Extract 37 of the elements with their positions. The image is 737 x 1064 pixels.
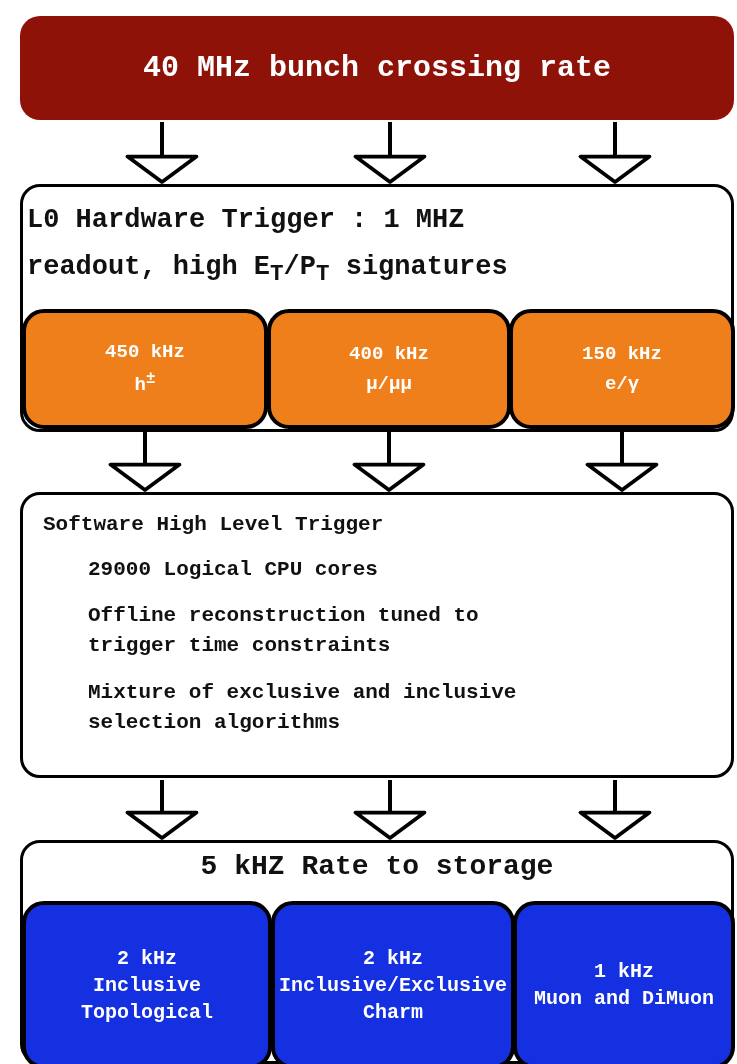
box-text: μ/μμ	[366, 372, 412, 397]
arrow	[353, 780, 427, 840]
box-heading: 2 kHz	[117, 945, 177, 972]
process-box: 40 MHz bunch crossing rate	[20, 16, 734, 120]
box-heading: 150 kHz	[582, 341, 662, 367]
box-heading: Software High Level Trigger	[43, 512, 385, 538]
process-box	[22, 901, 272, 1064]
box-text: Mixture of exclusive and inclusive selection algorithms	[87, 679, 518, 737]
box-text: Offline reconstruction tuned to trigger time constraints	[87, 602, 480, 660]
arrow	[578, 780, 652, 840]
arrow	[125, 780, 199, 840]
box-heading: 2 kHz	[363, 945, 423, 972]
box-heading: 400 kHz	[349, 341, 429, 367]
arrow	[585, 431, 659, 492]
process-box	[22, 309, 268, 429]
process-box	[509, 309, 735, 429]
box-text: Inclusive Topological	[80, 972, 214, 1026]
arrow	[352, 431, 426, 492]
arrow	[108, 431, 182, 492]
box-text: Muon and DiMuon	[534, 986, 714, 1012]
box-text: 29000 Logical CPU cores	[87, 556, 379, 583]
box-text: e/γ	[604, 372, 640, 397]
box-text: h$^{±}$	[134, 369, 156, 399]
box-heading: 1 kHz	[594, 959, 654, 985]
group-box	[20, 184, 734, 432]
process-box	[20, 492, 734, 778]
box-text: Inclusive/Exclusive Charm	[279, 972, 508, 1026]
process-box	[271, 901, 515, 1064]
process-box	[267, 309, 511, 429]
group-title: 5 kHZ Rate to storage	[199, 850, 555, 884]
arrow	[125, 122, 199, 184]
arrow	[353, 122, 427, 184]
arrow	[578, 122, 652, 184]
box-heading: 450 kHz	[105, 339, 185, 365]
group-box	[20, 840, 734, 1064]
process-box	[513, 901, 735, 1064]
group-title: L0 Hardware Trigger : 1 MHZ readout, high E$_{T}$/P$_{T}$ signatures	[26, 204, 509, 290]
